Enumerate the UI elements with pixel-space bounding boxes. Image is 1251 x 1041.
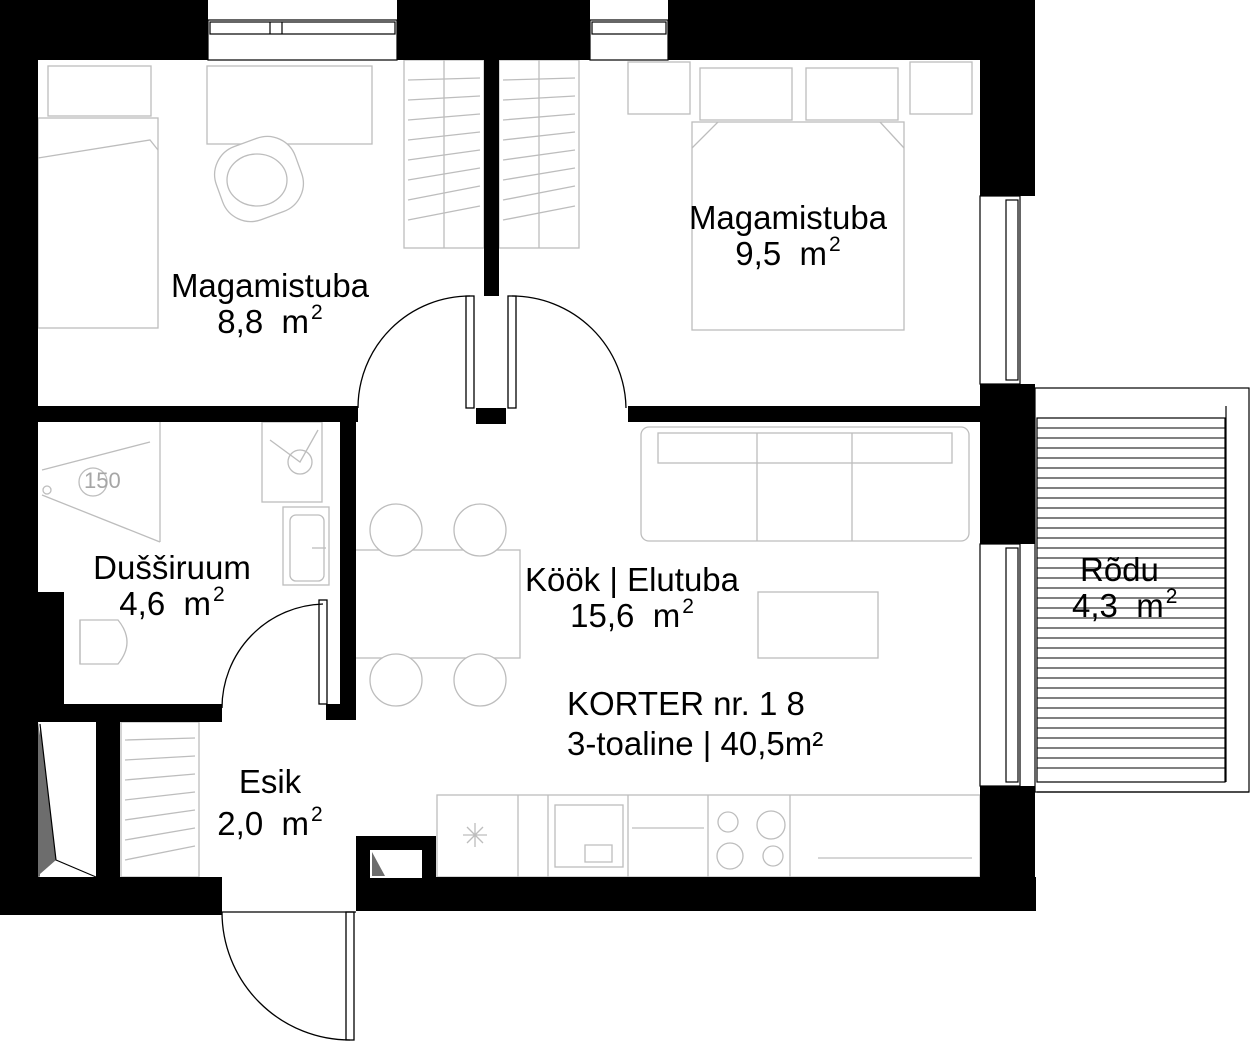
room-label-balcony: Rõdu 4,3 m2 — [1046, 552, 1196, 624]
office-chair — [213, 135, 305, 223]
room-area: 15,6 m2 — [492, 595, 772, 634]
room-label-kitchen-living: Köök | Elutuba 15,6 m2 — [492, 562, 772, 634]
room-name: Magamistuba — [688, 199, 888, 236]
coffee-table — [757, 591, 879, 659]
double-bed — [627, 61, 973, 331]
area-unit-exponent: 2 — [311, 803, 323, 826]
walls — [0, 0, 1036, 915]
area-value: 8,8 — [217, 303, 264, 340]
area-unit: m — [281, 303, 310, 340]
area-value: 2,0 — [217, 805, 264, 842]
doors — [221, 295, 627, 1041]
apartment-summary: 3-toaline | 40,5m² — [567, 725, 824, 762]
area-value: 15,6 — [570, 597, 635, 634]
area-unit: m — [281, 805, 310, 842]
area-value: 4,6 — [119, 585, 166, 622]
area-unit: m — [799, 235, 828, 272]
area-unit-exponent: 2 — [682, 595, 694, 618]
room-area: 9,5 m2 — [648, 233, 928, 272]
wardrobe-2 — [498, 59, 580, 249]
sofa — [640, 426, 970, 542]
desk — [206, 65, 373, 145]
area-unit: m — [183, 585, 212, 622]
kitchen-counter — [436, 794, 981, 878]
room-name: Esik — [238, 763, 302, 800]
shaft-fill-2 — [372, 852, 385, 876]
apartment-title: KORTER nr. 1 8 — [567, 685, 805, 722]
area-unit-exponent: 2 — [213, 583, 225, 606]
room-name: Magamistuba — [170, 267, 370, 304]
area-unit-exponent: 2 — [311, 301, 323, 324]
area-value: 4,3 — [1072, 587, 1118, 624]
windows — [207, 19, 1021, 787]
dining-table — [354, 503, 521, 707]
shower-size-annotation: 150 — [84, 468, 121, 493]
room-label-bedroom-1: Magamistuba 8,8 m2 — [130, 268, 410, 340]
area-unit-exponent: 2 — [1165, 585, 1178, 608]
wardrobe-1 — [403, 59, 485, 249]
room-label-bedroom-2: Magamistuba 9,5 m2 — [648, 200, 928, 272]
area-value: 9,5 — [735, 235, 782, 272]
room-area: 4,3 m2 — [1046, 585, 1196, 624]
room-label-hallway: Esik 2,0 m2 — [170, 764, 370, 842]
room-name: Rõdu — [1080, 551, 1159, 588]
room-name: Köök | Elutuba — [524, 561, 740, 598]
bathroom-fixtures — [41, 421, 330, 665]
room-label-shower-room: Dušširuum 4,6 m2 — [52, 550, 292, 622]
balcony-deck — [1034, 387, 1250, 793]
area-unit: m — [1136, 587, 1164, 624]
room-name: Dušširuum — [93, 549, 251, 586]
room-area: 8,8 m2 — [130, 301, 410, 340]
furniture — [37, 59, 981, 878]
room-area: 2,0 m2 — [170, 803, 370, 842]
area-unit: m — [652, 597, 681, 634]
room-area: 4,6 m2 — [52, 583, 292, 622]
area-unit-exponent: 2 — [829, 233, 841, 256]
